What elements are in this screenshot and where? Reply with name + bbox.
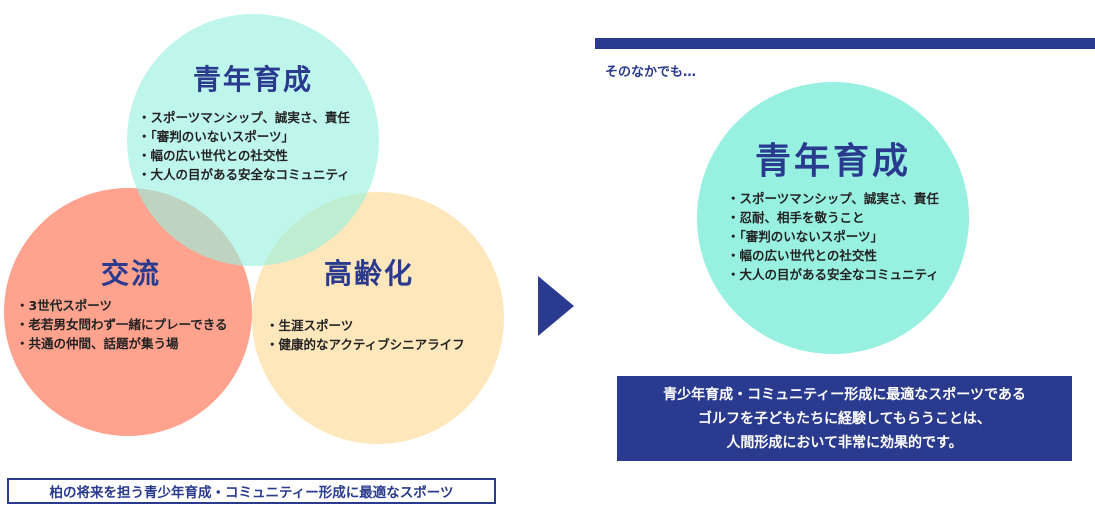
conclusion-box: 青少年育成・コミュニティー形成に最適なスポーツである ゴルフを子どもたちに経験し… xyxy=(617,376,1072,461)
focus-title: 青年育成 xyxy=(754,141,911,182)
exchange-bullet-3: 共通の仲間、話題が集う場 xyxy=(16,334,228,353)
focus-bullet-1: スポーツマンシップ、誠実さ、責任 xyxy=(727,189,939,208)
arrow-right-icon xyxy=(538,276,574,336)
youth-bullet-4: 大人の目がある安全なコミュニティ xyxy=(138,165,350,184)
venn-diagram: 青年育成 スポーツマンシップ、誠実さ、責任 「審判のいないスポーツ」 幅の広い世… xyxy=(0,0,520,507)
youth-bullet-3: 幅の広い世代との社交性 xyxy=(138,146,350,165)
aging-title: 高齢化 xyxy=(324,257,415,290)
lead-text: そのなかでも… xyxy=(605,65,697,80)
focus-bullet-3: 「審判のいないスポーツ」 xyxy=(727,227,939,246)
exchange-title: 交流 xyxy=(101,257,162,290)
conclusion-line-3: 人間形成において非常に効果的です。 xyxy=(726,434,963,451)
conclusion-line-2: ゴルフを子どもたちに経験してもらうことは、 xyxy=(698,410,991,427)
youth-bullet-2: 「審判のいないスポーツ」 xyxy=(138,127,350,146)
focus-bullet-list: スポーツマンシップ、誠実さ、責任 忍耐、相手を敬うこと 「審判のいないスポーツ」… xyxy=(727,189,939,284)
aging-bullet-2: 健康的なアクティブシニアライフ xyxy=(266,335,465,354)
focus-bullet-4: 幅の広い世代との社交性 xyxy=(727,246,939,265)
focus-circle: 青年育成 スポーツマンシップ、誠実さ、責任 忍耐、相手を敬うこと 「審判のいない… xyxy=(697,82,969,354)
exchange-bullet-2: 老若男女問わず一緒にプレーできる xyxy=(16,315,228,334)
youth-title: 青年育成 xyxy=(193,63,314,96)
youth-bullet-list: スポーツマンシップ、誠実さ、責任 「審判のいないスポーツ」 幅の広い世代との社交… xyxy=(138,108,350,184)
header-bar xyxy=(595,38,1095,49)
exchange-bullet-1: 3世代スポーツ xyxy=(16,296,228,315)
aging-bullet-list: 生涯スポーツ 健康的なアクティブシニアライフ xyxy=(266,316,465,354)
youth-bullet-1: スポーツマンシップ、誠実さ、責任 xyxy=(138,108,350,127)
aging-bullet-1: 生涯スポーツ xyxy=(266,316,465,335)
exchange-bullet-list: 3世代スポーツ 老若男女問わず一緒にプレーできる 共通の仲間、話題が集う場 xyxy=(16,296,228,353)
conclusion-line-1: 青少年育成・コミュニティー形成に最適なスポーツである xyxy=(663,386,1026,403)
venn-caption: 柏の将来を担う青少年育成・コミュニティー形成に最適なスポーツ xyxy=(7,478,496,504)
focus-bullet-5: 大人の目がある安全なコミュニティ xyxy=(727,265,939,284)
focus-bullet-2: 忍耐、相手を敬うこと xyxy=(727,208,939,227)
